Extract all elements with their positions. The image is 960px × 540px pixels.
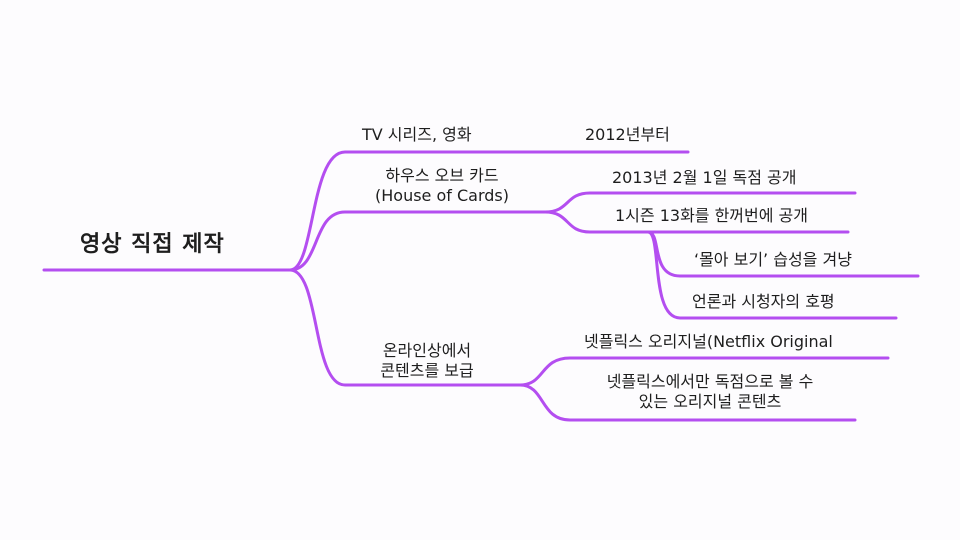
branch-house-of-cards-line1: 하우스 오브 카드 [385,166,499,185]
connector-branch3-child2 [518,383,857,422]
topic-since-2012[interactable]: 2012년부터 [585,125,670,144]
topic-full-season-release[interactable]: 1시즌 13화를 한꺼번에 공개 [615,206,808,225]
branch-house-of-cards[interactable]: 하우스 오브 카드 (House of Cards) [368,166,516,206]
connector-root-branch1 [288,150,572,272]
topic-binge-watching[interactable]: ‘몰아 보기’ 습성을 겨냥 [694,250,852,269]
connector-branch2-child2 [543,210,850,234]
connector-root-branch2 [288,210,547,272]
topic-acclaim[interactable]: 언론과 시청자의 호평 [692,292,835,311]
connector-branch3-child1 [518,356,890,387]
branch-online-distribution[interactable]: 온라인상에서 콘텐츠를 보급 [362,341,492,381]
topic-netflix-original[interactable]: 넷플릭스 오리지널(Netflix Original [584,332,833,351]
connector-child2-grand2 [646,230,898,320]
root-topic[interactable]: 영상 직접 제작 [80,232,225,257]
branch-online-distribution-line2: 콘텐츠를 보급 [380,361,474,380]
topic-exclusive-content-line2: 있는 오리지널 콘텐츠 [638,392,782,411]
topic-exclusive-release[interactable]: 2013년 2월 1일 독점 공개 [612,168,797,187]
connector-root-branch3 [288,268,522,387]
topic-exclusive-content-line1: 넷플릭스에서만 독점으로 볼 수 [606,372,814,391]
branch-tv-series[interactable]: TV 시리즈, 영화 [362,125,472,144]
topic-exclusive-content[interactable]: 넷플릭스에서만 독점으로 볼 수 있는 오리지널 콘텐츠 [575,372,845,412]
branch-online-distribution-line1: 온라인상에서 [382,341,472,360]
branch-house-of-cards-line2: (House of Cards) [375,186,509,205]
